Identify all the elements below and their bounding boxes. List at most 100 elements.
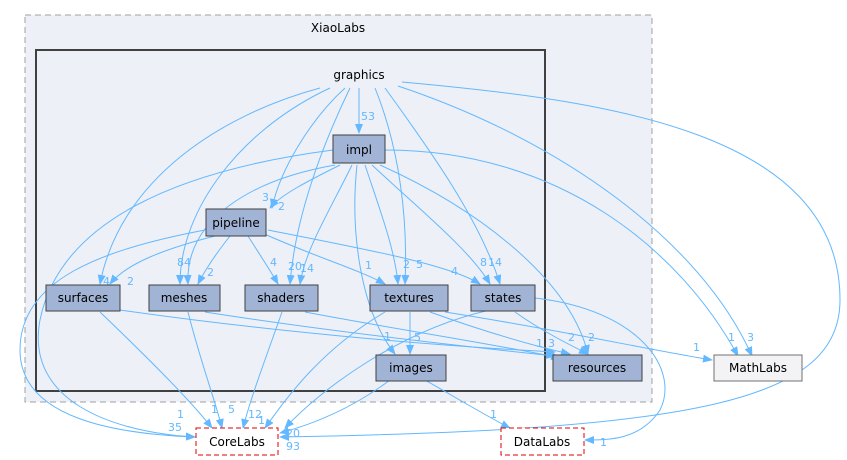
node-states[interactable]: states <box>470 284 536 312</box>
edge-surfaces-corelabs <box>99 311 213 429</box>
edge-label-graphics-textures: 5 <box>416 258 423 271</box>
edge-label-graphics-corelabs-b: 35 <box>168 421 182 434</box>
edge-graphics-shaders <box>286 87 351 285</box>
edge-label-graphics-shaders: 14 <box>300 262 314 275</box>
edge-graphics-states <box>384 87 502 285</box>
edge-label-graphics-impl: 53 <box>361 110 375 123</box>
node-pipeline-label[interactable]: pipeline <box>212 216 260 230</box>
edge-label-impl-meshes: 4 <box>184 256 191 269</box>
node-images-label[interactable]: images <box>389 361 433 375</box>
edge-label-impl-mathlabs: 1 <box>728 331 735 344</box>
node-textures-label[interactable]: textures <box>384 291 434 305</box>
edge-label-images-corelabs: 1 <box>258 414 265 427</box>
cluster-xiaolabs-label: XiaoLabs <box>311 21 365 35</box>
node-surfaces-label[interactable]: surfaces <box>58 291 109 305</box>
edge-label-textures-corelabs: 20 <box>286 427 300 440</box>
edge-impl-pipeline <box>269 164 341 209</box>
edge-labels: 53 3 2 4 2 8 4 2 4 20 14 1 2 5 4 8 14 1 … <box>103 110 754 453</box>
edge-label-textures-mathlabs: 1 <box>693 341 700 354</box>
node-impl-label[interactable]: impl <box>346 143 372 157</box>
node-corelabs-label[interactable]: CoreLabs <box>209 435 265 449</box>
edge-states-resources <box>514 311 589 355</box>
node-impl[interactable]: impl <box>332 134 386 164</box>
edge-label-impl-textures: 2 <box>403 258 410 271</box>
node-resources-label[interactable]: resources <box>568 361 626 375</box>
edge-impl-shaders <box>297 164 353 285</box>
edge-pipeline-meshes <box>197 235 231 285</box>
edge-states-corelabs <box>284 309 491 429</box>
edge-label-meshes-resources: 1 <box>536 337 543 350</box>
edge-label-shaders-corelabs: 12 <box>248 408 262 421</box>
edge-label-pipeline-surfaces: 2 <box>127 275 134 288</box>
node-meshes-label[interactable]: meshes <box>161 291 208 305</box>
edge-label-impl-images: 1 <box>384 330 391 343</box>
node-resources[interactable]: resources <box>552 354 643 382</box>
node-datalabs-label[interactable]: DataLabs <box>514 435 571 449</box>
node-mathlabs-label[interactable]: MathLabs <box>729 361 787 375</box>
node-shaders[interactable]: shaders <box>244 284 319 312</box>
node-corelabs[interactable]: CoreLabs <box>195 427 279 456</box>
node-pipeline[interactable]: pipeline <box>205 208 267 237</box>
edge-graphics-meshes <box>176 87 331 285</box>
edge-label-surfaces-corelabs: 1 <box>211 403 218 416</box>
edges <box>19 81 841 444</box>
edge-impl-textures <box>364 164 402 285</box>
node-datalabs[interactable]: DataLabs <box>500 427 585 456</box>
edge-pipeline-surfaces <box>109 235 216 285</box>
edge-label-graphics-states: 14 <box>488 256 502 269</box>
edge-label-pipeline-states: 4 <box>451 265 458 278</box>
edge-label-impl-shaders: 20 <box>288 260 302 273</box>
edge-impl-resources <box>379 164 590 355</box>
edge-label-states-datalabs: 1 <box>600 436 607 449</box>
edge-states-datalabs <box>534 297 666 444</box>
node-images[interactable]: images <box>375 354 447 382</box>
edge-label-pipeline-shaders: 4 <box>270 256 277 269</box>
node-meshes[interactable]: meshes <box>148 284 221 312</box>
edge-label-graphics-corelabs-a: 1 <box>177 408 184 421</box>
edge-label-pipeline-meshes: 2 <box>207 266 214 279</box>
edge-images-corelabs <box>279 379 391 435</box>
edge-textures-mathlabs <box>444 311 713 363</box>
node-graphics-label[interactable]: graphics <box>333 68 384 82</box>
edge-textures-corelabs <box>264 311 386 429</box>
edge-label-pipeline-textures: 1 <box>365 259 372 272</box>
node-surfaces[interactable]: surfaces <box>45 284 121 312</box>
edge-surfaces-resources <box>119 309 556 356</box>
edge-label-textures-images: 5 <box>414 331 421 344</box>
edge-label-impl-states: 8 <box>480 256 487 269</box>
edge-graphics-textures <box>374 87 410 285</box>
edge-shaders-corelabs <box>241 311 283 429</box>
edge-label-graphics-pipeline: 3 <box>262 191 269 204</box>
edge-label-graphics-corelabs-c: 93 <box>286 440 300 453</box>
edge-graphics-corelabs-right <box>279 81 841 441</box>
edge-impl-corelabs <box>37 149 334 441</box>
edge-images-datalabs <box>424 379 511 429</box>
edge-shaders-resources <box>304 311 561 361</box>
edge-label-impl-pipeline: 2 <box>278 200 285 213</box>
cluster-graphics[interactable]: graphics <box>35 49 546 392</box>
edge-label-graphics-mathlabs: 3 <box>747 331 754 344</box>
edge-pipeline-corelabs <box>19 229 206 441</box>
edge-pipeline-shaders <box>247 235 279 285</box>
node-textures[interactable]: textures <box>369 284 449 312</box>
edge-label-meshes-corelabs: 5 <box>228 403 235 416</box>
node-states-label[interactable]: states <box>485 291 522 305</box>
edge-label-textures-resources: 2 <box>568 331 575 344</box>
edge-meshes-corelabs <box>187 311 224 429</box>
edge-textures-resources <box>429 311 571 356</box>
edge-impl-states <box>371 164 491 285</box>
edge-graphics-mathlabs <box>397 85 753 357</box>
node-shaders-label[interactable]: shaders <box>257 291 304 305</box>
edge-label-surfaces-resources: 3 <box>548 337 555 350</box>
node-mathlabs[interactable]: MathLabs <box>713 354 803 382</box>
edge-impl-meshes <box>183 164 336 285</box>
edge-pipeline-states <box>267 229 481 285</box>
edge-label-graphics-surfaces: 4 <box>103 275 110 288</box>
edge-graphics-pipeline <box>269 87 346 209</box>
edge-impl-mathlabs <box>384 149 739 357</box>
edge-pipeline-textures <box>259 231 386 285</box>
edge-label-impl-resources: 2 <box>588 331 595 344</box>
edge-meshes-resources <box>204 311 556 360</box>
edge-label-images-datalabs: 1 <box>490 408 497 421</box>
